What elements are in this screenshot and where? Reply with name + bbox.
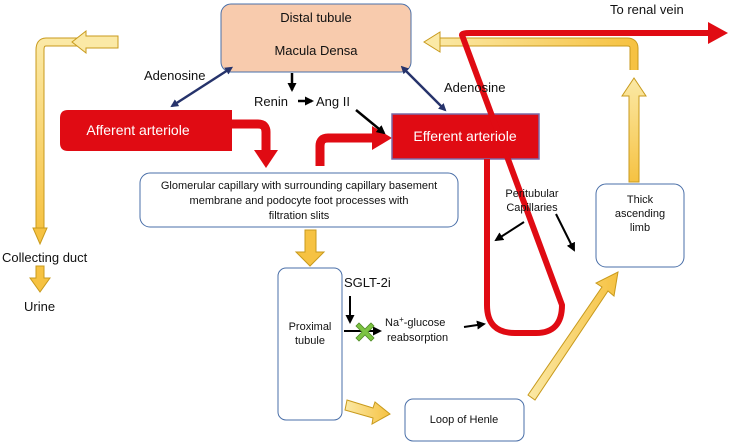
urine-label: Urine: [24, 299, 55, 314]
adenosine-left-label: Adenosine: [144, 68, 205, 83]
peritubular-pointer-right: [555, 213, 575, 252]
peritubular-capillary-path: [459, 30, 712, 336]
peritubular-label-line2: Capillaries: [506, 202, 558, 214]
proximal-tubule-box: [277, 267, 343, 421]
glom-label-line2: membrane and podocyte foot processes wit…: [190, 195, 409, 207]
adenosine-right-label: Adenosine: [444, 80, 505, 95]
glom-label-line3: filtration slits: [269, 210, 330, 222]
distal-tubule-box: [220, 3, 412, 73]
collecting-duct-down-arrow: [32, 227, 48, 246]
thick-limb-up-arrow: [621, 77, 647, 183]
peritubular-capillary-loop: [456, 159, 560, 332]
afferent-arteriole-box: [60, 110, 232, 151]
peritubular-pointer-left: [494, 221, 525, 242]
sglt2i-label: SGLT-2i: [344, 275, 391, 290]
loop-of-henle-label: Loop of Henle: [430, 414, 499, 426]
thick-limb-label-line2: ascending: [615, 208, 665, 220]
distal-tubule-label: Distal tubule: [280, 10, 352, 25]
efferent-arteriole-label: Efferent arteriole: [413, 128, 516, 144]
thick-ascending-limb-box: [595, 183, 685, 268]
adenosine-right-arrow: [400, 65, 447, 112]
ang-ii-label: Ang II: [316, 94, 350, 109]
macula-densa-label: Macula Densa: [274, 43, 358, 58]
loop-to-thick-limb-arrow: [527, 271, 619, 401]
efferent-arteriole-box: [391, 113, 540, 160]
to-renal-vein-arrowhead: [708, 22, 728, 44]
arrow-into-distal-right: [423, 31, 441, 53]
glom-to-proximal-arrow: [294, 229, 326, 267]
collecting-to-urine-arrow: [29, 265, 51, 293]
na-glucose-label: Na+-glucose: [385, 315, 445, 330]
adenosine-left-arrow: [170, 66, 234, 108]
angii-to-efferent-arrow: [355, 109, 386, 135]
glomerular-capillary-box: [139, 172, 459, 228]
reabsorption-label: reabsorption: [387, 332, 448, 344]
to-renal-vein-label: To renal vein: [610, 2, 684, 17]
reabsorption-to-capillary-arrow: [463, 320, 486, 330]
glom-to-efferent-arrow: [315, 133, 373, 166]
thick-limb-label-line1: Thick: [627, 194, 654, 206]
afferent-arteriole-label: Afferent arteriole: [86, 122, 189, 138]
renin-label: Renin: [254, 94, 288, 109]
proximal-tubule-label-line2: tubule: [295, 335, 325, 347]
proximal-tubule-label-line1: Proximal: [289, 321, 332, 333]
thick-limb-label-line3: limb: [630, 222, 650, 234]
arrow-into-left-branch: [71, 29, 119, 55]
peritubular-label-line1: Peritubular: [505, 188, 559, 200]
glom-label-line1: Glomerular capillary with surrounding ca…: [161, 180, 437, 192]
loop-of-henle-box: [404, 398, 525, 442]
afferent-to-glom-arrow: [232, 119, 271, 152]
x-cross-icon: [355, 322, 375, 342]
collecting-duct-label: Collecting duct: [2, 250, 88, 265]
proximal-to-loop-arrow: [344, 399, 391, 425]
thick-limb-to-distal-flow: [432, 37, 639, 70]
